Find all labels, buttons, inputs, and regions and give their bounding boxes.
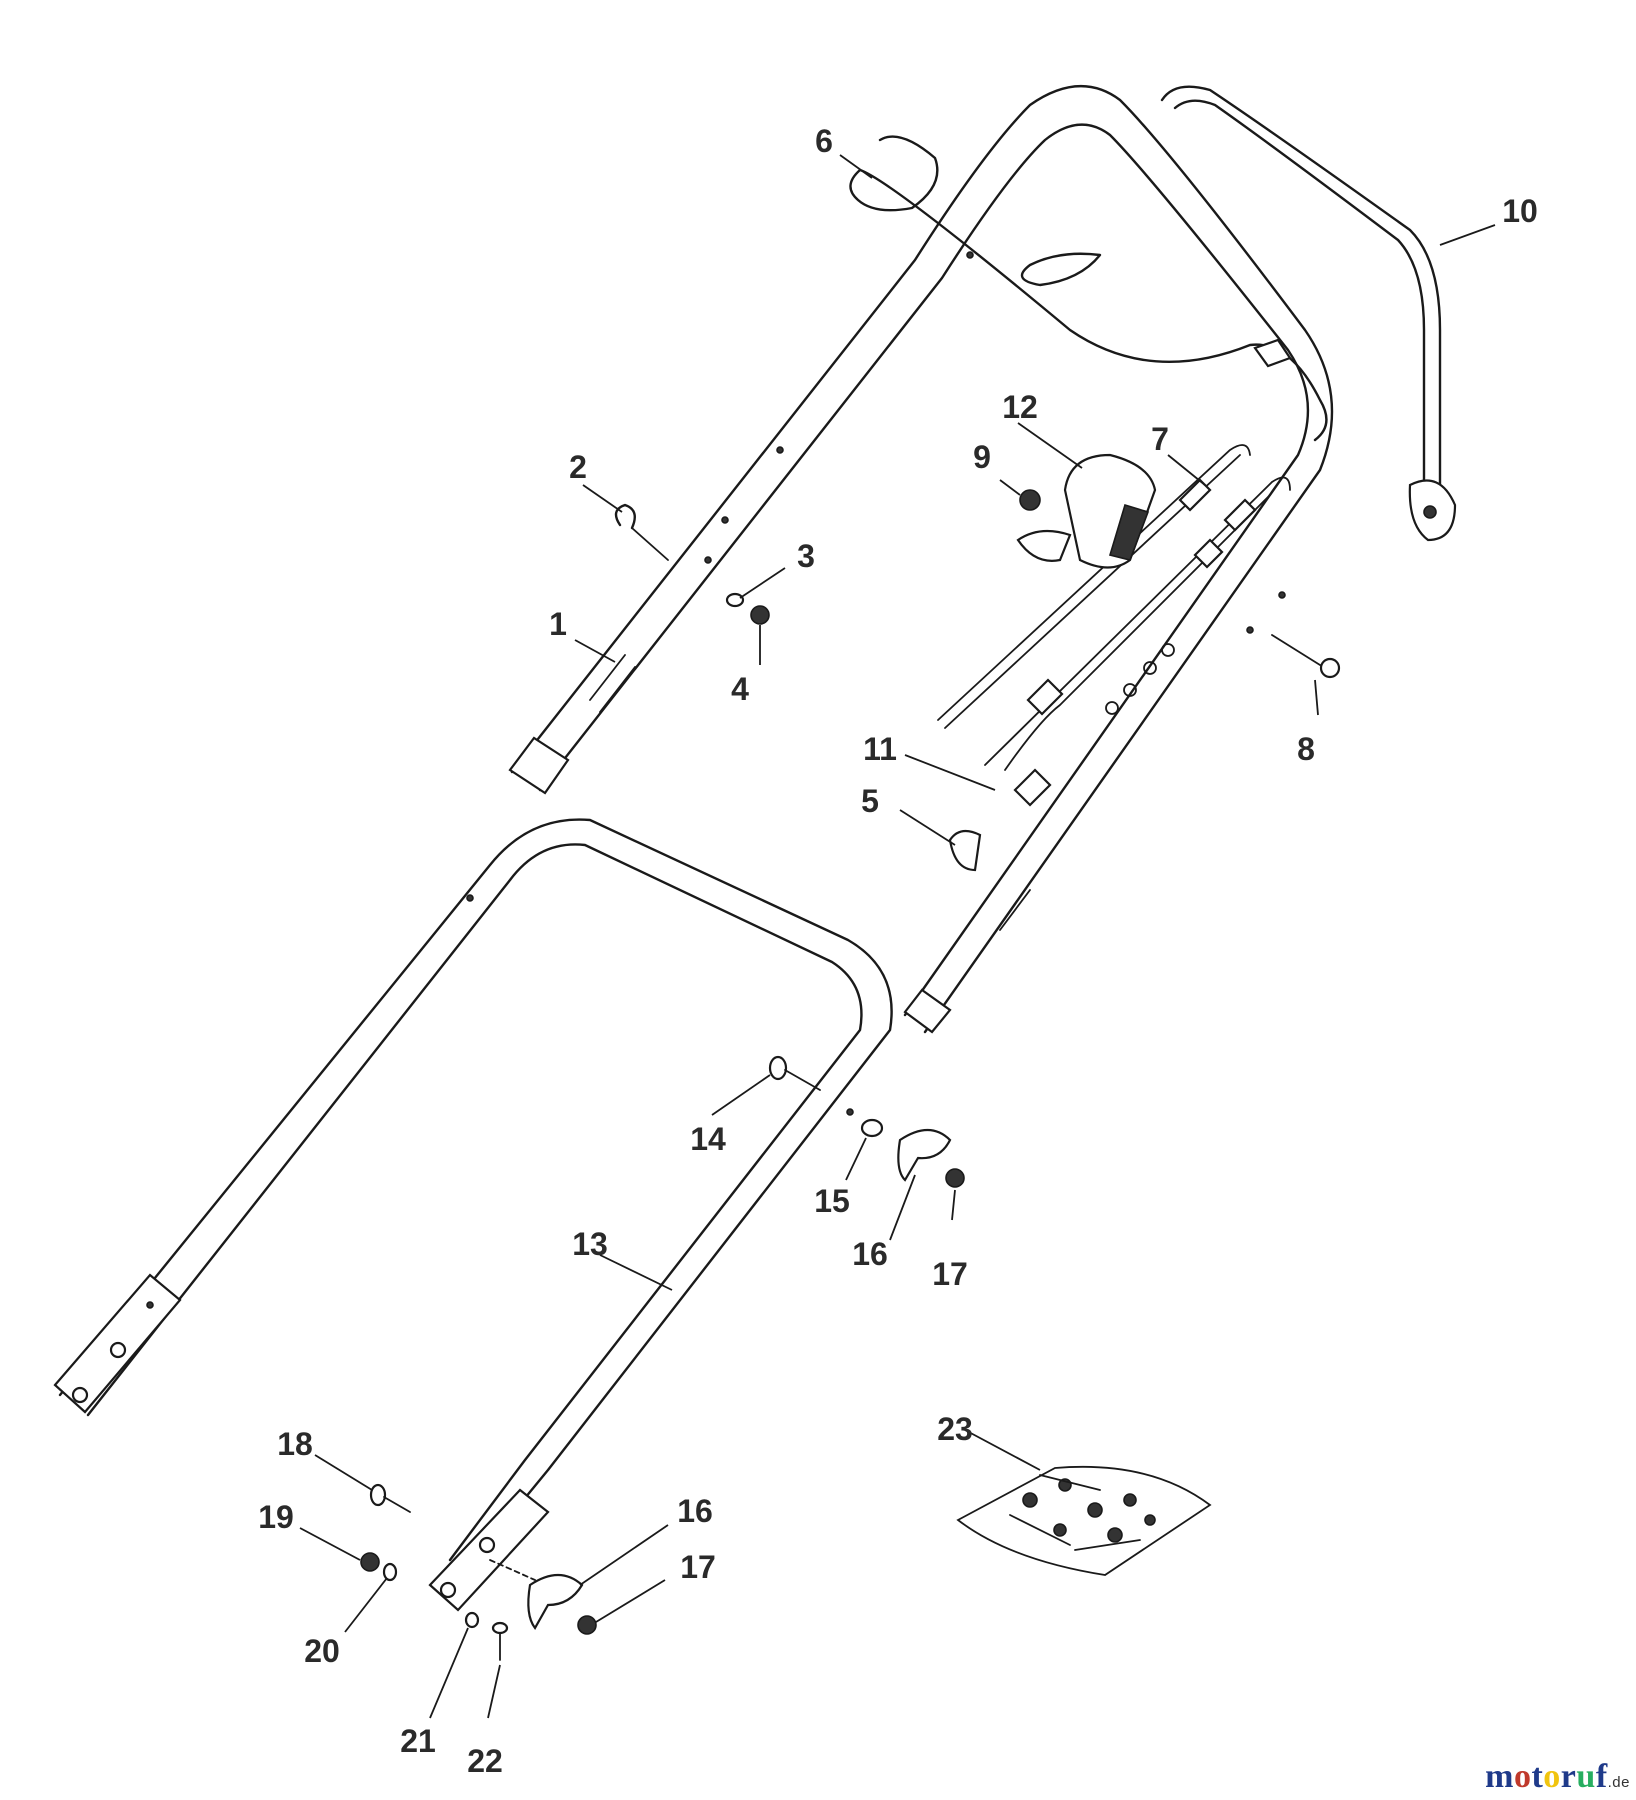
callout-3: 3 [797,538,815,574]
lower-handle [53,818,893,1612]
callout-6: 6 [815,123,833,159]
leader-lines [299,154,1496,1719]
callout-11: 11 [863,731,897,767]
nut-9 [1019,489,1041,511]
callout-20: 20 [304,1633,340,1669]
bolt-14 [768,1055,821,1091]
washer-20 [382,1562,398,1582]
watermark-suffix: .de [1607,1774,1630,1791]
control-cables [937,444,1291,807]
drive-bail [1160,85,1457,542]
throttle-lever [1016,453,1157,569]
callout-16: 16 [852,1236,888,1272]
callout-16-lower: 16 [677,1493,713,1529]
bolt-18 [369,1483,411,1513]
washer-15 [860,1118,884,1138]
callout-9: 9 [973,439,991,475]
bail-bar [849,135,1328,442]
callout-23: 23 [937,1411,973,1447]
callout-7: 7 [1151,421,1169,457]
nut-lower [577,1615,597,1635]
assembly-dashed-line [489,1559,536,1581]
callout-8: 8 [1297,731,1315,767]
callout-12: 12 [1002,389,1038,425]
callout-labels: 1 2 3 4 5 6 7 8 9 10 11 12 13 14 15 16 1… [258,123,1538,1779]
watermark-letter: r [1560,1758,1577,1795]
callout-13: 13 [572,1226,608,1262]
knob-lower [527,1573,584,1630]
hardware-kit-bag [956,1465,1212,1576]
callout-4: 4 [731,671,749,707]
watermark-letter: o [1513,1758,1532,1795]
watermark-letter: u [1576,1758,1596,1795]
callout-10: 10 [1502,193,1538,229]
washer [725,592,745,608]
washer-21 [464,1611,480,1629]
callout-15: 15 [814,1183,850,1219]
callout-14: 14 [690,1121,726,1157]
cable-clip [948,829,982,872]
watermark-letter: m [1485,1758,1514,1795]
watermark-letter: t [1531,1758,1544,1795]
callout-21: 21 [400,1723,436,1759]
callout-18: 18 [277,1426,313,1462]
callout-22: 22 [467,1743,503,1779]
callout-2: 2 [569,449,587,485]
callout-5: 5 [861,783,879,819]
bolt-22 [491,1621,509,1661]
watermark-letter: o [1543,1758,1561,1795]
callout-17: 17 [932,1256,968,1292]
site-watermark-logo: motoruf.de [1485,1758,1630,1796]
nut-19 [360,1552,380,1572]
watermark-letter: f [1595,1758,1608,1795]
upper-handle [508,84,1334,1034]
callout-1: 1 [549,606,567,642]
cable-hook [614,503,669,561]
nut-17 [945,1168,965,1188]
bolt [1271,634,1341,679]
callout-19: 19 [258,1499,294,1535]
knob [897,1128,952,1182]
nut [750,605,770,625]
callout-17-lower: 17 [680,1549,716,1585]
